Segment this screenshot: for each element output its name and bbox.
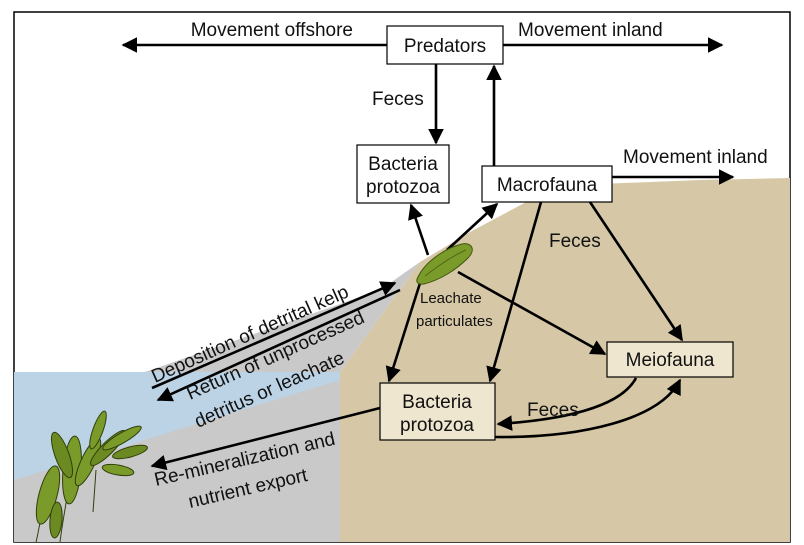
movement-inland-top-label: Movement inland [518,20,663,41]
bacteria-protozoa-bottom-box: Bacteria protozoa [380,383,495,440]
predators-box: Predators [387,26,503,64]
macrofauna-box: Macrofauna [482,166,612,202]
meiofauna-box: Meiofauna [607,342,733,377]
movement-inland-right-label: Movement inland [623,147,768,168]
leachate-label-line1: Leachate [420,290,482,307]
leachate-label-line2: particulates [416,313,493,330]
predators-label: Predators [404,36,486,57]
feces-predators-label: Feces [372,89,424,110]
bacteria-top-line1: Bacteria [368,154,438,175]
bacteria-bottom-line1: Bacteria [402,392,472,413]
movement-offshore-label: Movement offshore [191,20,353,41]
feces-meiofauna-label: Feces [527,400,579,421]
bacteria-top-line2: protozoa [366,177,440,198]
bacteria-bottom-line2: protozoa [400,415,474,436]
macrofauna-label: Macrofauna [497,175,598,196]
feces-macrofauna-label: Feces [549,231,601,252]
meiofauna-label: Meiofauna [626,350,715,371]
bacteria-protozoa-top-box: Bacteria protozoa [357,145,449,203]
